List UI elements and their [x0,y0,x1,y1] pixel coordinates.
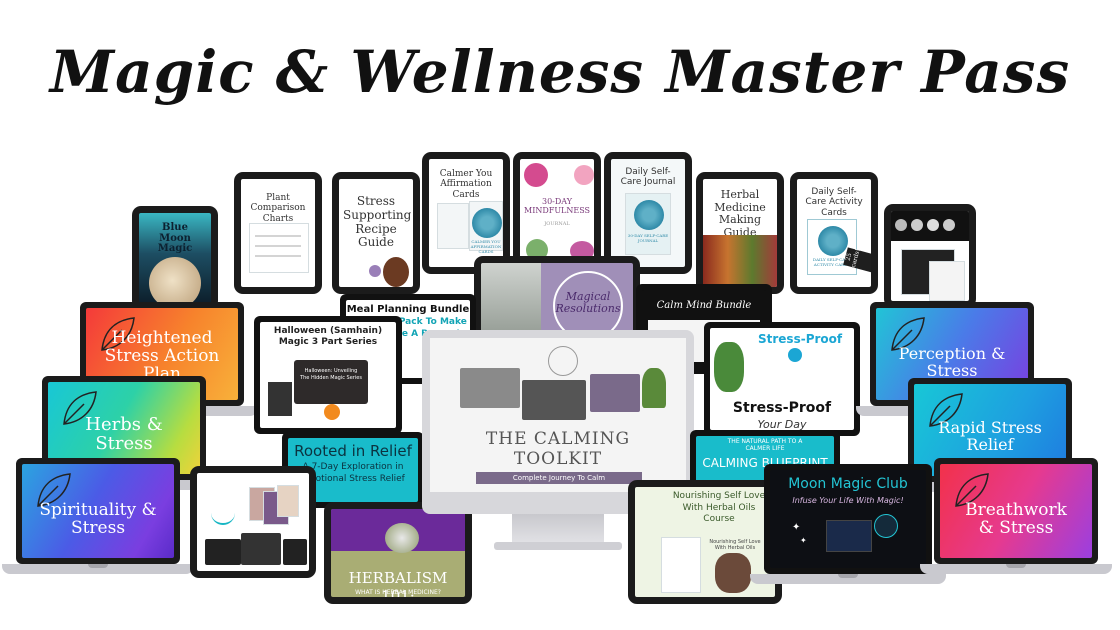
tablet-30-day-mindfulness: 30-DAY MINDFULNESS JOURNAL [513,152,601,274]
laptop-moon-magic-club: Moon Magic Club Infuse Your Life With Ma… [750,464,946,584]
herbs-title: Herbs & Stress [85,414,163,454]
perception-title: Perception & Stress [898,344,1006,380]
halloween-title: Halloween (Samhain) Magic 3 Part Series [273,326,383,348]
calm-mind-title: Calm Mind Bundle [656,300,752,311]
calmer-you-sub: CALMER YOU AFFIRMATION CARDS [470,239,502,254]
natural-path: THE NATURAL PATH TO A CALMER LIFE [727,438,803,452]
moon-club-title: Moon Magic Club [788,476,908,492]
checkmark-icon [788,348,802,362]
moon-phase-icon [943,219,955,231]
leaf-icon [63,391,97,425]
tablet-halloween-magic: Halloween (Samhain) Magic 3 Part Series … [254,316,402,434]
nourishing-title: Nourishing Self Love With Herbal Oils Co… [672,491,766,525]
pumpkin-icon [324,404,340,420]
moon-phase-icon [927,219,939,231]
tablet-workbook-preview [190,466,316,578]
tablet-herbal-guide: Herbal Medicine Making Guide [696,172,784,294]
tablet-moon-phases [884,204,976,308]
toolkit-sub: Complete Journey To Calm [476,472,642,484]
selfcare-journal-title: Daily Self-Care Journal [620,167,676,188]
tablet-calmer-you: Calmer You Affirmation Cards CALMER YOU … [422,152,510,274]
mindfulness-sub: JOURNAL [544,221,570,227]
page-title: Magic & Wellness Master Pass [49,38,1071,106]
toolkit-title: THE CALMING TOOLKIT [485,429,631,469]
tablet-stress-recipe: Stress Supporting Recipe Guide [332,172,420,294]
blue-moon-title: Blue Moon Magic [157,222,193,254]
activity-cards-title: Daily Self-Care Activity Cards [805,187,863,218]
imac-stand [512,514,604,544]
plant-icon [642,368,666,408]
leaf-icon [955,473,989,507]
rooted-title: Rooted in Relief [294,442,412,460]
moon-icon [149,257,201,303]
stress-proof-day: Your Day [757,418,807,430]
moon-club-logo [874,514,898,538]
selfcare-journal-sub: 30-DAY SELF-CARE JOURNAL [627,233,669,243]
rapid-title: Rapid Stress Relief [938,418,1042,454]
imac-calming-toolkit: THE CALMING TOOLKIT Complete Journey To … [422,330,694,514]
tablet-selfcare-journal: Daily Self-Care Journal 30-DAY SELF-CARE… [604,152,692,274]
plant-charts-title: Plant Comparison Charts [250,193,306,224]
laptop-spirituality-stress: Spirituality & Stress [2,458,194,574]
leaf-icon [929,393,963,427]
tablet-activity-cards: Daily Self-Care Activity Cards DAILY SEL… [790,172,878,294]
calmer-you-title: Calmer You Affirmation Cards [439,169,493,200]
halloween-sub: Halloween: Unveiling The Hidden Magic Se… [300,368,362,381]
tablet-blue-moon-magic: Blue Moon Magic [132,206,218,310]
moon-phase-icon [895,219,907,231]
tablet-herbalism-101: HERBALISM 101: WHAT IS HERBAL MEDICINE? [324,502,472,604]
rooted-sub: A 7-Day Exploration in Emotional Stress … [301,462,405,484]
herbal-guide-title: Herbal Medicine Making Guide [714,189,766,239]
sparkle-icon: ✦ [792,522,801,533]
sparkle-icon: ✦ [800,536,807,545]
meal-printable: Printable Pack To Make Meal Time A Breez… [349,317,467,339]
spirituality-title: Spirituality & Stress [39,500,157,538]
stress-proof-main: Stress-Proof [732,400,832,416]
tablet-plant-charts: Plant Comparison Charts [234,172,322,294]
tablet-nourishing-self-love: Nourishing Self Love With Herbal Oils Co… [628,480,782,604]
herb-icon [385,523,419,553]
logo-icon [548,346,578,376]
stress-proof-top: Stress-Proof [758,332,843,346]
laptop-stress-proof: Stress-Proof Stress-Proof Your Day [704,322,860,436]
nourishing-inner: Nourishing Self Love With Herbal Oils [709,539,761,551]
laptop-breathwork-stress: Breathwork & Stress [920,458,1112,574]
herbalism-title: HERBALISM 101: [348,569,448,597]
mindfulness-title: 30-DAY MINDFULNESS [524,197,591,216]
leaf-icon [37,473,71,507]
breathwork-title: Breathwork & Stress [965,500,1067,538]
plant-icon [714,342,744,392]
herb-icon [715,553,751,593]
leaf-icon [101,317,135,351]
stress-recipe-title: Stress Supporting Recipe Guide [343,194,412,250]
arrow-icon [211,511,235,525]
meal-bundle-title: Meal Planning Bundle [346,304,470,315]
leaf-icon [891,317,925,351]
activity-cards-sub: DAILY SELF-CARE ACTIVITY CARDS [812,257,852,267]
imac-foot [494,542,622,550]
herbalism-sub: WHAT IS HERBAL MEDICINE? [355,589,441,596]
moon-club-tagline: Infuse Your Life With Magic! [792,496,904,505]
magical-resolutions-title: Magical Resolutions [555,290,621,315]
moon-phase-icon [911,219,923,231]
